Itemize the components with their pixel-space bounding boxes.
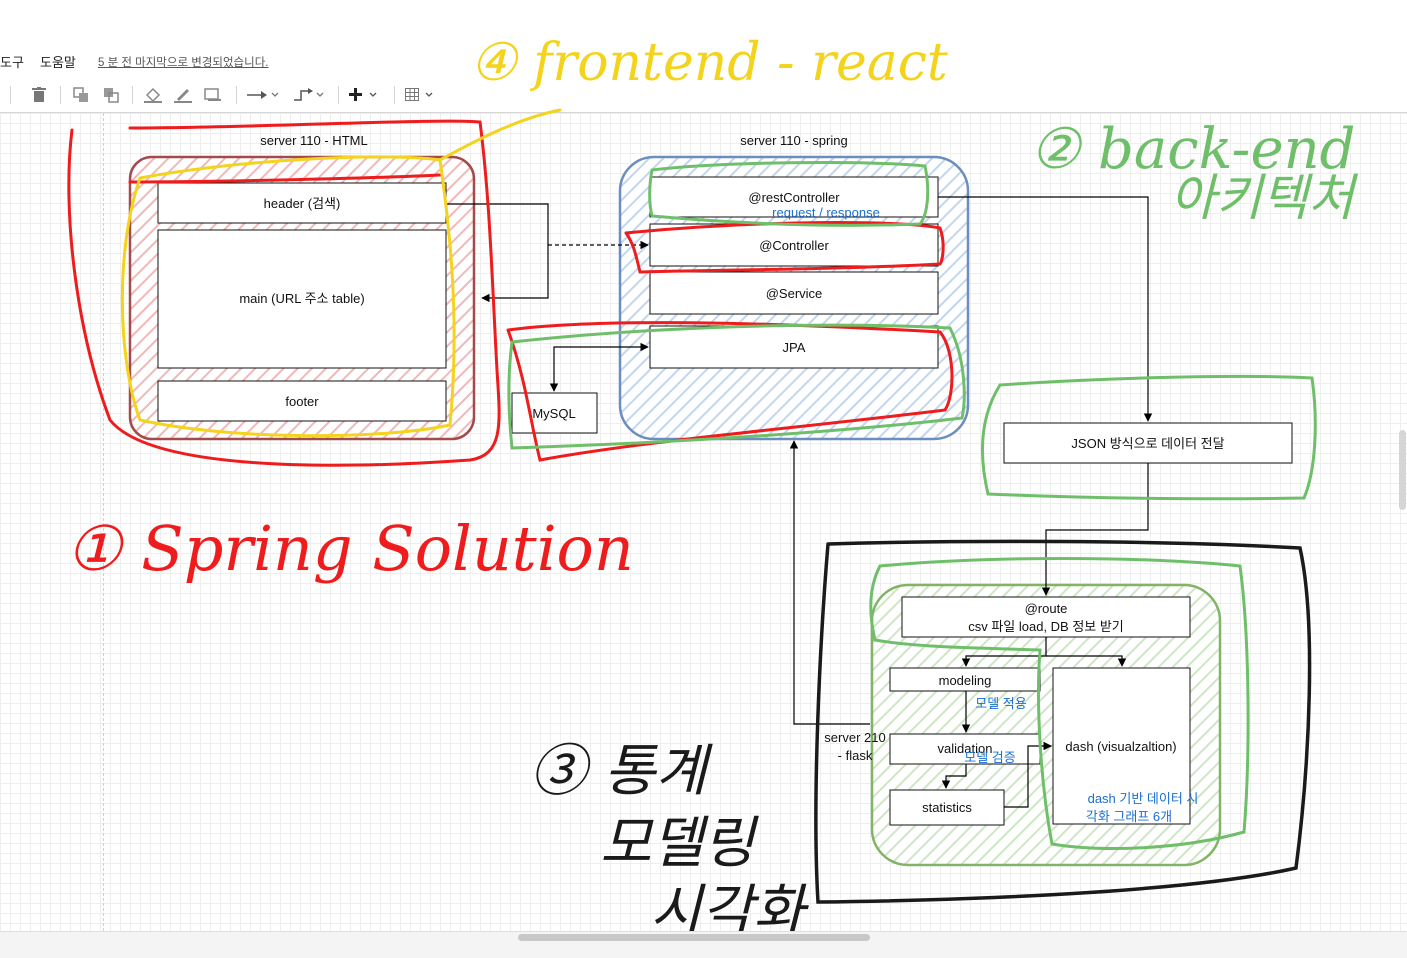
- yellow-annotation-strokes: [120, 108, 562, 438]
- menu-bar: 도구 도움말 5 분 전 마지막으로 변경되었습니다.: [0, 44, 1407, 76]
- page-boundary: [103, 113, 104, 931]
- dash-note-line1: dash 기반 데이터 시: [1088, 791, 1199, 806]
- jpa-box[interactable]: [649, 325, 939, 369]
- controller-box[interactable]: [649, 223, 939, 267]
- dash-label: dash (visualzaltion): [1065, 739, 1176, 754]
- vertical-scrollbar[interactable]: [1399, 430, 1406, 510]
- modeling-label: modeling: [939, 673, 992, 688]
- dash-note-line2: 각화 그래프 6개: [1086, 809, 1172, 824]
- waypoints-icon[interactable]: [292, 83, 326, 107]
- yellow-handwriting: ④ frontend - react: [470, 33, 948, 93]
- to-back-icon[interactable]: [100, 83, 122, 107]
- connector-validation-to-statistics[interactable]: [941, 764, 967, 789]
- connection-icon[interactable]: [246, 83, 280, 107]
- table-icon[interactable]: [404, 83, 438, 107]
- connector-header-to-main[interactable]: [446, 203, 549, 303]
- toolbar-separator: [10, 86, 11, 104]
- flask-title-line2: - flask: [838, 748, 873, 763]
- line-color-icon[interactable]: [172, 83, 194, 107]
- shadow-icon[interactable]: [202, 83, 224, 107]
- red-handwriting: ① Spring Solution: [66, 512, 634, 585]
- json-box-label: JSON 방식으로 데이터 전달: [1071, 436, 1224, 451]
- red-annotation-strokes: [67, 119, 954, 467]
- service-label: @Service: [766, 286, 823, 301]
- black-annotation-strokes: [814, 539, 1312, 904]
- toolbar-separator: [236, 86, 237, 104]
- menu-help[interactable]: 도움말: [40, 55, 76, 70]
- insert-icon[interactable]: [348, 83, 382, 107]
- html-header-label: header (검색): [264, 196, 341, 211]
- html-main-label: main (URL 주소 table): [239, 291, 364, 306]
- route-label-line2: csv 파일 load, DB 정보 받기: [968, 619, 1124, 634]
- dash-box[interactable]: [1052, 667, 1191, 825]
- toolbar-separator: [60, 86, 61, 104]
- controller-label: @Controller: [759, 238, 829, 253]
- connector-flask-to-spring[interactable]: [789, 440, 870, 725]
- connector-route-to-modeling[interactable]: [961, 637, 1047, 667]
- jpa-label: JPA: [783, 340, 806, 355]
- statistics-box[interactable]: [889, 789, 1005, 826]
- spring-group-title: server 110 - spring: [740, 133, 847, 148]
- connector-json-to-route[interactable]: [1041, 463, 1149, 596]
- black-handwriting-line1: ③ 통계: [530, 739, 713, 804]
- json-box[interactable]: [1003, 422, 1293, 464]
- to-front-icon[interactable]: [70, 83, 92, 107]
- rest-controller-label: @restController: [748, 190, 840, 205]
- statistics-label: statistics: [922, 800, 972, 815]
- route-label-line1: @route: [1025, 601, 1068, 616]
- mysql-label: MySQL: [532, 406, 575, 421]
- green-handwriting-line1: ② back-end: [1030, 117, 1356, 182]
- validation-label: validation: [938, 741, 993, 756]
- toolbar-separator: [338, 86, 339, 104]
- html-footer-label: footer: [285, 394, 319, 409]
- html-main-box[interactable]: [157, 229, 447, 369]
- rest-controller-note: request / response: [772, 205, 880, 220]
- horizontal-scrollbar[interactable]: [518, 934, 870, 941]
- connector-rest-to-json[interactable]: [938, 196, 1153, 422]
- html-header-box[interactable]: [157, 182, 447, 224]
- fill-color-icon[interactable]: [142, 83, 164, 107]
- service-box[interactable]: [649, 271, 939, 315]
- modeling-note: 모델 적용: [975, 696, 1026, 711]
- toolbar: [0, 78, 1407, 113]
- last-change-link[interactable]: 5 분 전 마지막으로 변경되었습니다.: [98, 57, 269, 69]
- black-handwriting-line2: 모델링: [600, 811, 759, 876]
- validation-note: 모델 검증: [964, 750, 1015, 765]
- flask-title-line1: server 210: [824, 730, 885, 745]
- route-box[interactable]: [901, 596, 1191, 638]
- connector-route-to-dash[interactable]: [1046, 655, 1127, 667]
- html-footer-box[interactable]: [157, 380, 447, 422]
- html-group-title: server 110 - HTML: [260, 133, 367, 148]
- connector-jpa-mysql[interactable]: [549, 342, 649, 392]
- toolbar-separator: [132, 86, 133, 104]
- delete-icon[interactable]: [28, 83, 50, 107]
- green-handwriting-line2: 아키텍처: [1170, 169, 1359, 227]
- menu-tools[interactable]: 도구: [0, 55, 24, 70]
- green-annotation-strokes: [507, 161, 1317, 850]
- toolbar-separator: [394, 86, 395, 104]
